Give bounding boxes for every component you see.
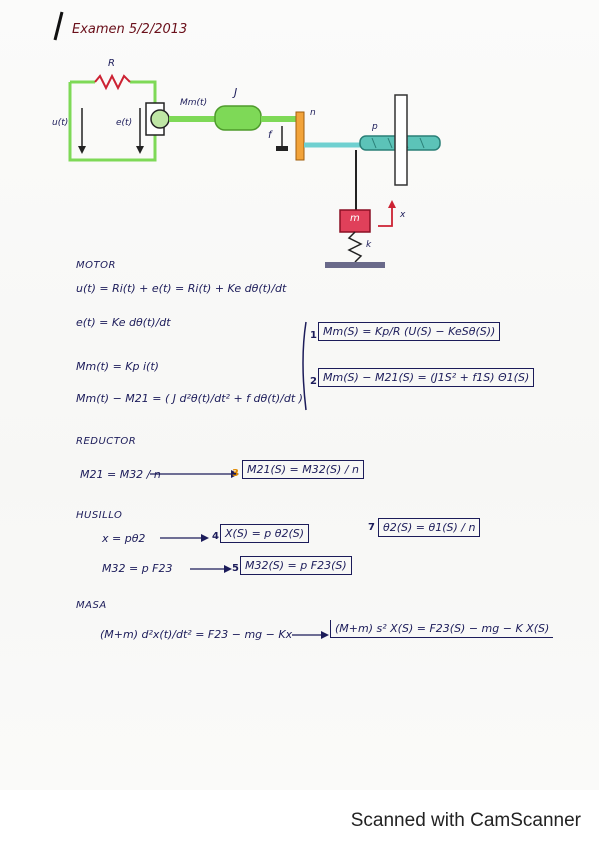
scanner-watermark: Scanned with CamScanner xyxy=(350,810,581,831)
label-k: k xyxy=(366,240,372,250)
label-n: n xyxy=(310,108,316,118)
masa-eq-1: (M+m) d²x(t)/dt² = F23 − mg − Kx xyxy=(100,628,293,641)
support-post xyxy=(394,94,408,186)
label-p: p xyxy=(372,122,378,132)
reductor-box-3: M21(S) = M32(S) / n xyxy=(242,460,364,479)
resistor xyxy=(94,73,131,91)
label-x: x xyxy=(400,210,406,220)
label-e: e(t) xyxy=(116,118,133,128)
box-number-3: 3 xyxy=(232,468,239,479)
reducer-gear xyxy=(295,111,305,161)
section-title-reductor: REDUCTOR xyxy=(76,436,137,447)
motor-box-1: Mm(S) = Kp/R (U(S) − KeSθ(S)) xyxy=(318,322,501,341)
section-title-motor: MOTOR xyxy=(76,260,116,271)
inertia-J xyxy=(214,105,262,131)
corner-mark xyxy=(53,11,64,41)
motor-eq-3: Mm(t) = Kp i(t) xyxy=(76,360,159,373)
label-J: J xyxy=(234,86,238,99)
husillo-box-7: θ2(S) = θ1(S) / n xyxy=(378,518,481,537)
motor-eq-2: e(t) = Ke dθ(t)/dt xyxy=(76,316,171,329)
motor-eq-1: u(t) = Ri(t) + e(t) = Ri(t) + Ke dθ(t)/d… xyxy=(76,282,287,295)
husillo-eq-1: x = pθ2 xyxy=(102,532,146,545)
box-number-5: 5 xyxy=(232,563,239,574)
section-title-husillo: HUSILLO xyxy=(76,510,123,521)
spring xyxy=(347,231,363,263)
motor-box-2: Mm(S) − M21(S) = (J1S² + f1S) Θ1(S) xyxy=(318,368,535,387)
motor-eq-4: Mm(t) − M21 = ( J d²θ(t)/dt² + f dθ(t)/d… xyxy=(76,392,303,405)
section-title-masa: MASA xyxy=(76,600,107,611)
friction-damper xyxy=(276,146,288,151)
masa-box-6: (M+m) s² X(S) = F23(S) − mg − K X(S) xyxy=(330,620,554,638)
label-u: u(t) xyxy=(52,118,69,128)
husillo-eq-2: M32 = p F23 xyxy=(102,562,173,575)
exam-title: Examen 5/2/2013 xyxy=(72,22,188,37)
husillo-box-5: M32(S) = p F23(S) xyxy=(240,556,352,575)
ground xyxy=(325,262,385,268)
husillo-box-4: X(S) = p θ2(S) xyxy=(220,524,310,543)
reductor-eq-1: M21 = M32 / n xyxy=(80,468,161,481)
box-number-1: 1 xyxy=(310,330,317,341)
box-number-2: 2 xyxy=(310,376,317,387)
label-Mm: Mm(t) xyxy=(180,98,208,108)
label-R: R xyxy=(108,58,115,69)
box-number-4: 4 xyxy=(212,531,219,542)
label-f: f xyxy=(268,130,272,141)
label-m: m xyxy=(350,213,360,224)
system-diagram xyxy=(53,11,441,639)
box-number-7: 7 xyxy=(368,522,375,533)
